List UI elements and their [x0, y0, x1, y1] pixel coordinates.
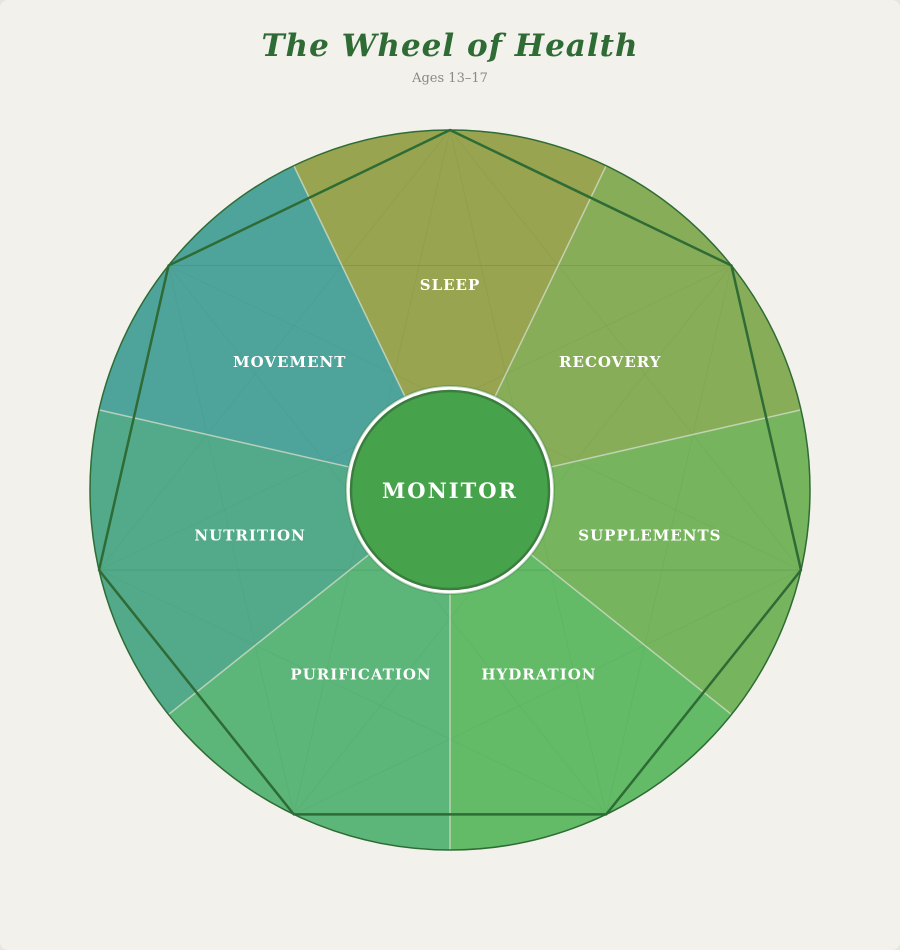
segment-label-purification: PURIFICATION [290, 666, 431, 684]
segment-hydration[interactable] [450, 553, 732, 850]
segment-movement[interactable] [99, 165, 406, 468]
segment-label-nutrition: NUTRITION [194, 527, 305, 545]
segments-layer [90, 130, 811, 850]
monitor-hub[interactable] [349, 389, 551, 591]
page-title: The Wheel of Health [261, 28, 639, 64]
segment-label-supplements: SUPPLEMENTS [578, 527, 721, 545]
hub-label: MONITOR [382, 478, 518, 503]
segment-recovery[interactable] [494, 165, 801, 468]
segment-divider [549, 409, 802, 469]
segment-divider [493, 165, 607, 399]
segment-label-sleep: SLEEP [420, 276, 481, 294]
segment-dividers [98, 165, 802, 850]
segment-label-recovery: RECOVERY [559, 353, 661, 371]
segment-supplements[interactable] [529, 409, 811, 715]
web-line [98, 129, 451, 571]
segment-label-hydration: HYDRATION [481, 666, 596, 684]
segment-divider [293, 165, 407, 399]
segment-labels: SLEEP RECOVERY SUPPLEMENTS HYDRATION PURIFIC… [194, 276, 721, 684]
segment-divider [529, 553, 732, 716]
segment-sleep[interactable] [293, 130, 607, 399]
web-line [605, 265, 732, 815]
web-line [449, 129, 802, 571]
web-line [293, 569, 802, 815]
web-line [168, 265, 295, 815]
heptagon-outline [97, 128, 803, 816]
segment-purification[interactable] [168, 553, 451, 850]
segment-divider [98, 409, 351, 469]
segment-label-movement: MOVEMENT [233, 353, 346, 371]
web-line [98, 569, 607, 815]
segment-nutrition[interactable] [90, 409, 371, 715]
segment-divider [168, 553, 371, 716]
page-subtitle: Ages 13–17 [412, 71, 488, 86]
